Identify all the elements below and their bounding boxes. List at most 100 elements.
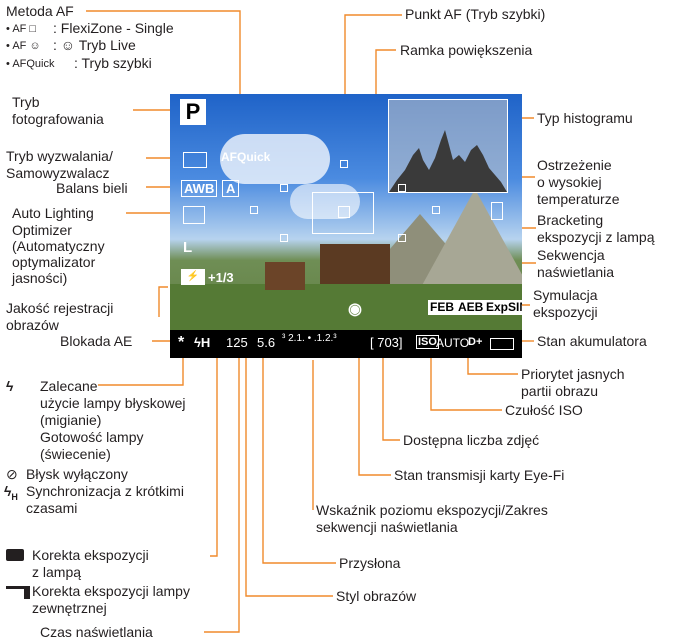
drive-mode-icon — [183, 152, 207, 168]
label-tryb-wyzw-1: Tryb wyzwalania/ — [6, 148, 113, 164]
feb-indicator: FEB — [428, 300, 456, 315]
label-blysk: Błysk wyłączony — [26, 466, 128, 482]
label-symul-1: Symulacja — [533, 287, 598, 303]
histogram — [388, 99, 508, 193]
leader-czas — [204, 352, 240, 633]
label-bracket-2: ekspozycji z lampą — [537, 229, 655, 245]
high-speed-sync-icon: ϟH — [194, 335, 211, 350]
leader-jakosc — [158, 286, 168, 317]
af-point — [432, 206, 440, 214]
lightning-icon: ϟ — [6, 378, 14, 394]
af-quick-icon: AFQuick — [12, 58, 55, 70]
af-point — [340, 160, 348, 168]
external-flash-compensation-icon — [6, 586, 30, 599]
label-metoda-af: Metoda AF — [6, 3, 74, 19]
label-przyslona: Przysłona — [339, 555, 401, 571]
label-bracket-1: Bracketing — [537, 212, 604, 228]
flash-off-icon: ⊘ — [6, 466, 18, 482]
af-point — [250, 206, 258, 214]
label-gotowosc-2: (świecenie) — [40, 446, 111, 462]
label-blokada: Blokada AE — [60, 333, 133, 349]
histogram-graph — [389, 130, 507, 192]
label-sync-2: czasami — [26, 500, 78, 516]
label-tryb-wyzw-2: Samowyzwalacz — [6, 165, 110, 181]
cabin-shape — [320, 244, 390, 284]
label-af-single: : FlexiZone - Single — [53, 20, 174, 36]
label-tryb-fot-1: Tryb — [12, 94, 40, 110]
label-korekta-zew-1: Korekta ekspozycji lampy — [32, 583, 190, 599]
highlight-priority-indicator: D+ — [468, 336, 483, 348]
cloud-shape — [220, 134, 330, 184]
label-auto-3: (Automatyczny — [12, 238, 105, 254]
leader-czulosc — [430, 352, 502, 411]
label-wskaznik-1: Wskaźnik poziomu ekspozycji/Zakres — [316, 502, 548, 518]
label-priorytet-2: partii obrazu — [521, 383, 599, 399]
battery-icon — [490, 338, 514, 350]
high-speed-sync-icon: ϟH — [4, 483, 18, 502]
leader-styl — [245, 350, 333, 597]
label-wskaznik-2: sekwencji naświetlania — [316, 519, 458, 535]
leader-dostepna — [382, 352, 400, 441]
image-quality-indicator: L — [183, 239, 193, 256]
label-czulosc: Czułość ISO — [505, 402, 583, 418]
af-point — [280, 234, 288, 242]
cloud-shape — [290, 184, 360, 219]
label-ramka: Ramka powiększenia — [400, 42, 533, 58]
cabin-shape — [265, 262, 305, 290]
label-af-quick: : Tryb szybki — [74, 55, 152, 71]
flash-compensation-value: +1/3 — [208, 270, 234, 285]
label-auto-2: Optimizer — [12, 222, 72, 238]
thermometer-icon — [491, 202, 503, 220]
label-zalecane-2: użycie lampy błyskowej — [40, 395, 186, 411]
label-korekta-zew-2: zewnętrznej — [32, 600, 107, 616]
magnify-frame — [312, 192, 374, 234]
label-auto-5: jasności) — [12, 270, 68, 286]
label-sekw-2: naświetlania — [537, 264, 615, 280]
af-live-icon: AF ☺ — [12, 40, 41, 52]
label-auto-1: Auto Lighting — [12, 205, 94, 221]
ae-lock-indicator: * — [178, 334, 185, 351]
shooting-mode-indicator: P — [180, 99, 206, 125]
aeb-indicator: AEB — [456, 300, 486, 315]
af-live-bullet: • AF ☺ — [6, 40, 41, 52]
flash-compensation-icon — [6, 549, 24, 561]
label-zalecane-3: (migianie) — [40, 412, 102, 428]
iso-value: AUTO — [436, 336, 470, 350]
label-jakosc-1: Jakość rejestracji — [6, 300, 114, 316]
shots-remaining-value: [ 703] — [370, 335, 403, 350]
label-ostrz-2: o wysokiej — [537, 174, 602, 190]
auto-lighting-optimizer-icon — [183, 206, 205, 224]
af-single-bullet: • AF □ — [6, 23, 37, 35]
label-aku: Stan akumulatora — [537, 333, 647, 349]
label-typ-hist: Typ histogramu — [537, 110, 633, 126]
af-point — [398, 184, 406, 192]
white-balance-indicator: AWB — [181, 180, 218, 197]
label-af-live: : ☺ Tryb Live — [53, 37, 136, 53]
label-korekta-2: z lampą — [32, 564, 82, 580]
label-ostrz-1: Ostrzeżenie — [537, 157, 612, 173]
picture-style-indicator: A — [222, 180, 240, 197]
label-punkt-af: Punkt AF (Tryb szybki) — [405, 6, 546, 22]
label-ostrz-3: temperaturze — [537, 191, 620, 207]
label-balans: Balans bieli — [56, 180, 128, 196]
info-bar — [170, 330, 522, 358]
label-styl: Styl obrazów — [336, 588, 417, 604]
af-point — [280, 184, 288, 192]
expsim-indicator: ExpSIM — [484, 300, 522, 315]
label-korekta-1: Korekta ekspozycji — [32, 547, 149, 563]
label-sync-1: Synchronizacja z krótkimi — [26, 483, 184, 499]
af-quick-bullet: • AFQuick — [6, 58, 55, 70]
flash-compensation-icon: ⚡ — [181, 269, 205, 285]
af-mode-indicator: AFQuick — [221, 150, 271, 164]
mountain-shape — [420, 189, 522, 289]
label-symul-2: ekspozycji — [533, 304, 598, 320]
label-eyefi: Stan transmisji karty Eye-Fi — [394, 467, 565, 483]
label-auto-4: optymalizator — [12, 254, 96, 270]
eyefi-transmission-icon: ◉ — [348, 301, 362, 318]
aperture-value: 5.6 — [257, 335, 276, 350]
label-tryb-fot-2: fotografowania — [12, 111, 104, 127]
shutter-speed-value: 125 — [226, 335, 248, 350]
af-single-icon: AF □ — [12, 23, 37, 35]
label-jakosc-2: obrazów — [6, 317, 59, 333]
exposure-level-scale: ³ 2.1. • .1.2.³ — [282, 333, 337, 344]
